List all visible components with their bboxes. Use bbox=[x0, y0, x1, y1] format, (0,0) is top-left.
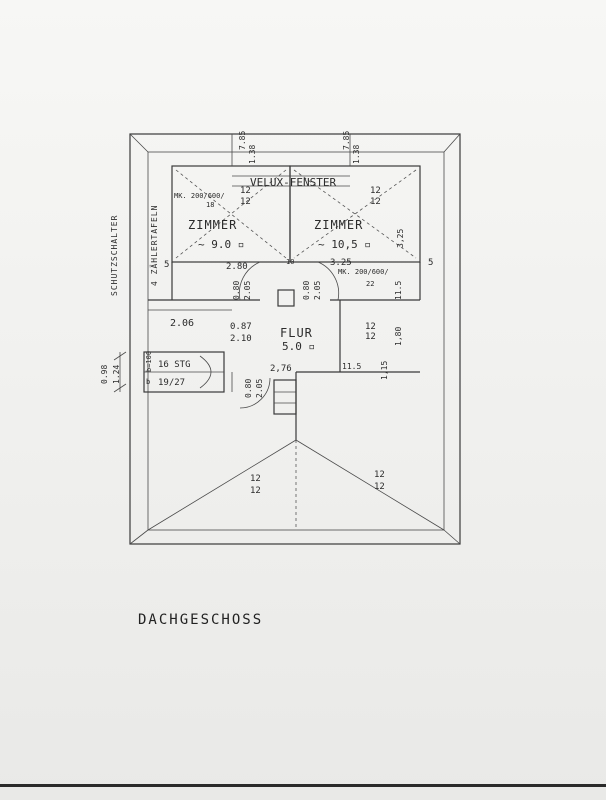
marker-5-bot: 12 bbox=[374, 482, 385, 492]
dim-276: 2,76 bbox=[270, 364, 292, 374]
dim-325: 3.25 bbox=[330, 258, 352, 268]
dim-180: 1,80 bbox=[394, 326, 403, 346]
dim-top-785-b: 7.85 bbox=[342, 130, 351, 150]
dim-5-left: 5 bbox=[164, 260, 170, 270]
marker-2-bot: 12 bbox=[370, 197, 381, 207]
dim-080-c: 0.80 bbox=[244, 378, 253, 398]
marker-3-top: 12 bbox=[365, 322, 376, 332]
window-right-num: 22 bbox=[366, 280, 375, 288]
marker-5-top: 12 bbox=[374, 470, 385, 480]
room-right-walls bbox=[289, 165, 421, 263]
dim-280: 2.80 bbox=[226, 262, 248, 272]
dim-top-138-a: 1.38 bbox=[248, 144, 257, 164]
window-left-num: 18 bbox=[206, 201, 215, 209]
dim-124: 1.24 bbox=[112, 364, 121, 384]
dim-325-vert: 3,25 bbox=[396, 228, 405, 248]
velux-label: VELUX-FENSTER bbox=[250, 176, 337, 189]
dim-080-b: 0.80 bbox=[302, 280, 311, 300]
dim-206: 2.06 bbox=[170, 318, 195, 329]
window-left-spec: MK. 200/600/ bbox=[174, 192, 225, 200]
chimney-top bbox=[277, 289, 295, 307]
marker-3-bot: 12 bbox=[365, 332, 376, 342]
dim-10: 10 bbox=[286, 258, 295, 266]
room-right-name: ZIMMER bbox=[314, 218, 364, 232]
zaehlertafel-label: 4 ZÄHLERTAFELN bbox=[150, 204, 159, 286]
dim-115-c: 1,15 bbox=[380, 360, 389, 380]
stair-ratio: 19/27 bbox=[158, 378, 186, 388]
marker-4-top: 12 bbox=[250, 474, 261, 484]
stair-b-left: b=100 bbox=[145, 350, 153, 372]
dim-115-b: 11.5 bbox=[394, 280, 403, 300]
dim-205-c: 2.05 bbox=[255, 378, 264, 398]
flur-area: 5.0 ▫ bbox=[282, 340, 316, 353]
dim-top-785-a: 7.85 bbox=[238, 130, 247, 150]
room-right-area: ~ 10,5 ▫ bbox=[318, 238, 371, 251]
stair-steps: 16 STG bbox=[158, 360, 191, 370]
bottom-edge bbox=[0, 784, 606, 787]
marker-1-bot: 12 bbox=[240, 197, 251, 207]
marker-4-bot: 12 bbox=[250, 486, 261, 496]
inner-outline bbox=[147, 151, 445, 531]
dim-087: 0.87 bbox=[230, 322, 252, 332]
dim-115-a: 11.5 bbox=[342, 362, 362, 371]
dim-098: 0.98 bbox=[100, 364, 109, 384]
drawing-title: DACHGESCHOSS bbox=[138, 612, 264, 628]
dim-205-a: 2.05 bbox=[243, 280, 252, 300]
dim-top-138-b: 1.38 bbox=[352, 144, 361, 164]
room-left-area: ~ 9.0 ▫ bbox=[198, 238, 245, 251]
stair-b-left2: b bbox=[146, 378, 151, 386]
room-left-name: ZIMMER bbox=[188, 218, 238, 232]
window-right-spec: MK. 200/600/ bbox=[338, 268, 389, 276]
chimney-bottom bbox=[273, 379, 297, 415]
outer-outline bbox=[129, 133, 461, 545]
marker-1-top: 12 bbox=[240, 186, 251, 196]
flur-name: FLUR bbox=[280, 326, 313, 340]
dim-210: 2.10 bbox=[230, 334, 252, 344]
dim-080-a: 0.80 bbox=[232, 280, 241, 300]
marker-2-top: 12 bbox=[370, 186, 381, 196]
dim-5-right: 5 bbox=[428, 258, 434, 268]
dim-205-b: 2.05 bbox=[313, 280, 322, 300]
schutzschalter-label: SCHUTZSCHALTER bbox=[110, 214, 119, 296]
